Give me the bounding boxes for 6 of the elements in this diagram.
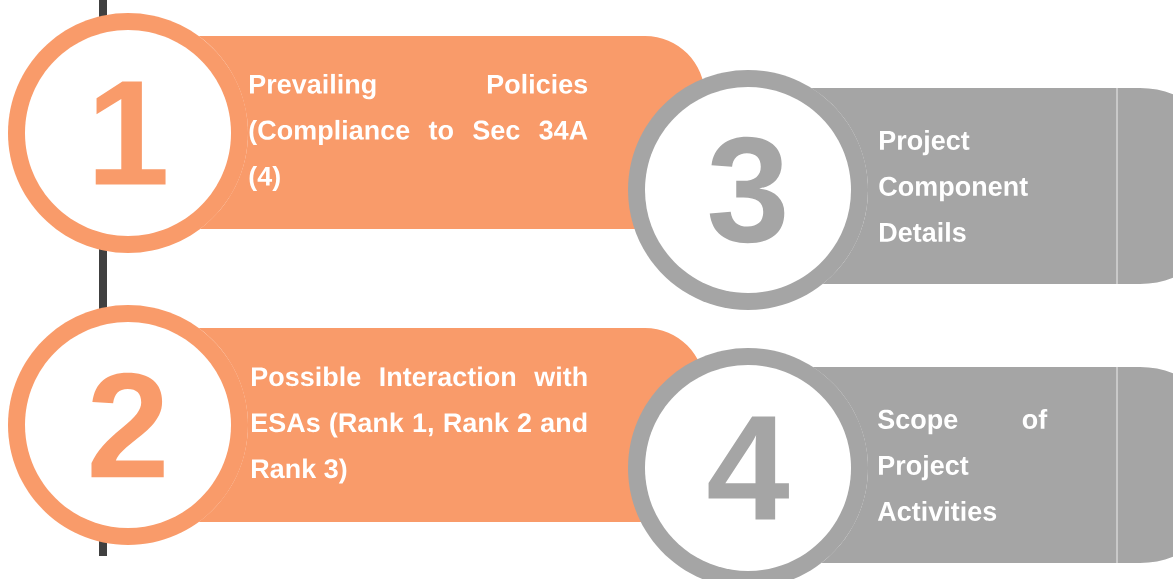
label-band: Project Component Details — [811, 87, 1173, 285]
label-band: Scope of Project Activities — [812, 366, 1173, 564]
node-label: 1 — [95, 81, 166, 185]
node-label: 3 — [709, 136, 785, 244]
node-label: 2 — [91, 372, 164, 478]
node-label: 4 — [708, 416, 789, 520]
